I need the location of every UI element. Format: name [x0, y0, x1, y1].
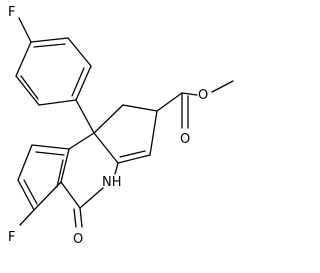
cyclopentene-ring [93, 104, 158, 164]
double-bond-inner [35, 151, 65, 156]
bond [67, 37, 92, 67]
double-bond-inner [119, 150, 146, 158]
benzo-ring [17, 144, 70, 226]
double-bond-inner [23, 179, 38, 205]
bond [60, 148, 70, 183]
fluorine-label-bottom: F [8, 230, 15, 245]
bond [79, 187, 104, 209]
bond [114, 162, 119, 175]
double-bond-inner [20, 75, 39, 100]
bond [122, 104, 158, 112]
nitrogen-label: NH [102, 175, 122, 190]
double-bond-inner [71, 67, 85, 97]
lactam-ring [60, 132, 119, 228]
fluorophenyl-ring [15, 17, 92, 106]
bond [60, 181, 81, 209]
oxygen-label-lactam: O [73, 232, 83, 247]
bond [30, 37, 69, 43]
structure-canvas: F O O NH F O [8, 5, 234, 247]
bond-aryl-to-c9b [75, 99, 95, 134]
fluorine-label-top: F [8, 5, 15, 20]
bond [68, 132, 95, 150]
oxygen-label-methoxy: O [198, 88, 208, 103]
bond [156, 92, 183, 112]
bond-to-fluorine [18, 17, 32, 43]
bond [149, 110, 158, 156]
bond [17, 144, 33, 181]
bond [15, 75, 40, 106]
bond [93, 132, 119, 164]
methyl-ester [156, 80, 234, 129]
bond-c-o [79, 207, 83, 228]
bond [31, 144, 70, 150]
bond [117, 154, 151, 164]
chemical-structure-diagram: F O O NH F O [8, 5, 234, 247]
bond [17, 179, 35, 211]
double-bond-inner [73, 208, 77, 228]
bond [93, 104, 124, 134]
bond [181, 92, 198, 96]
oxygen-label-carbonyl: O [180, 132, 190, 147]
bond [211, 80, 234, 93]
bond [15, 41, 32, 77]
bond-to-fluorine [19, 209, 35, 226]
double-bond-inner [33, 43, 66, 48]
bond [38, 99, 77, 106]
bond [75, 65, 92, 101]
double-bond-inner [56, 159, 64, 188]
